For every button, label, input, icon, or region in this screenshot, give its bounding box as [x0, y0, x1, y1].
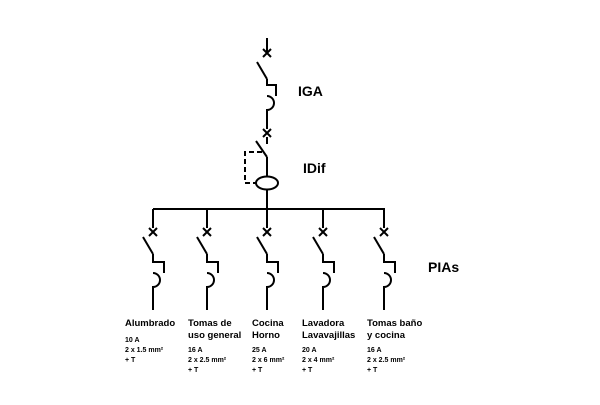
pia-cross — [202, 227, 212, 237]
pia-switch-blade — [256, 236, 268, 255]
circuit-name-line: Tomas baño — [367, 318, 422, 329]
iga-top-cross — [262, 48, 272, 58]
circuit-earth: + T — [252, 367, 263, 374]
pias-label: PIAs — [428, 259, 459, 275]
idif-toroid — [255, 175, 279, 191]
iga-magnetic-coil — [266, 95, 275, 129]
idif-switch-blade — [255, 140, 268, 158]
pia-magnetic-coil — [383, 272, 392, 310]
pia-breaker-4 — [312, 209, 335, 310]
pia-breaker-3 — [256, 209, 279, 310]
circuit-rating: 20 A — [302, 347, 317, 354]
pia-cross — [318, 227, 328, 237]
pia-breaker-1 — [142, 209, 165, 310]
pia-switch-blade — [312, 236, 324, 255]
pia-switch-blade — [142, 236, 154, 255]
pia-cross — [379, 227, 389, 237]
pia-breaker-5 — [373, 209, 396, 310]
circuit-name-line: y cocina — [367, 330, 406, 341]
circuit-earth: + T — [367, 367, 378, 374]
circuit-name-line: Lavavajillas — [302, 330, 355, 341]
circuit-name-line: Tomas de — [188, 318, 232, 329]
idif-test-link — [244, 151, 262, 184]
iga-thermal-element — [266, 79, 277, 96]
circuit-rating: 25 A — [252, 347, 267, 354]
iga-bottom-cross — [262, 128, 272, 138]
circuit-cable-section: 2 x 4 mm² — [302, 357, 335, 364]
pia-magnetic-coil — [266, 272, 275, 310]
circuit-cable-section: 2 x 6 mm² — [252, 357, 285, 364]
pia-cross — [262, 227, 272, 237]
pia-breaker-2 — [196, 209, 219, 310]
circuit-earth: + T — [188, 367, 199, 374]
circuit-name-line: Cocina — [252, 318, 284, 329]
circuit-name-line: Horno — [252, 330, 280, 341]
circuit-rating: 16 A — [188, 347, 203, 354]
pia-switch-blade — [196, 236, 208, 255]
pia-thermal-element — [383, 254, 396, 273]
pia-thermal-element — [152, 254, 165, 273]
pia-magnetic-coil — [152, 272, 161, 310]
circuit-cable-section: 2 x 1.5 mm² — [125, 347, 164, 354]
pia-thermal-element — [322, 254, 335, 273]
pia-thermal-element — [206, 254, 219, 273]
circuit-name-line: Alumbrado — [125, 318, 175, 329]
pia-switch-blade — [373, 236, 385, 255]
circuit-rating: 10 A — [125, 337, 140, 344]
pia-magnetic-coil — [322, 272, 331, 310]
pia-thermal-element — [266, 254, 279, 273]
iga-breaker: IGA — [256, 38, 323, 138]
circuit-name-line: Lavadora — [302, 318, 345, 329]
idif-label: IDif — [303, 160, 326, 176]
circuit-earth: + T — [125, 357, 136, 364]
circuit-cable-section: 2 x 2.5 mm² — [367, 357, 406, 364]
circuit-name-line: uso general — [188, 330, 241, 341]
iga-switch-blade — [256, 61, 268, 80]
circuit-cable-section: 2 x 2.5 mm² — [188, 357, 227, 364]
pia-group — [142, 209, 396, 310]
circuit-earth: + T — [302, 367, 313, 374]
iga-label: IGA — [298, 83, 323, 99]
idif-switch: IDif — [244, 137, 326, 209]
circuit-rating: 16 A — [367, 347, 382, 354]
pia-cross — [148, 227, 158, 237]
pia-magnetic-coil — [206, 272, 215, 310]
